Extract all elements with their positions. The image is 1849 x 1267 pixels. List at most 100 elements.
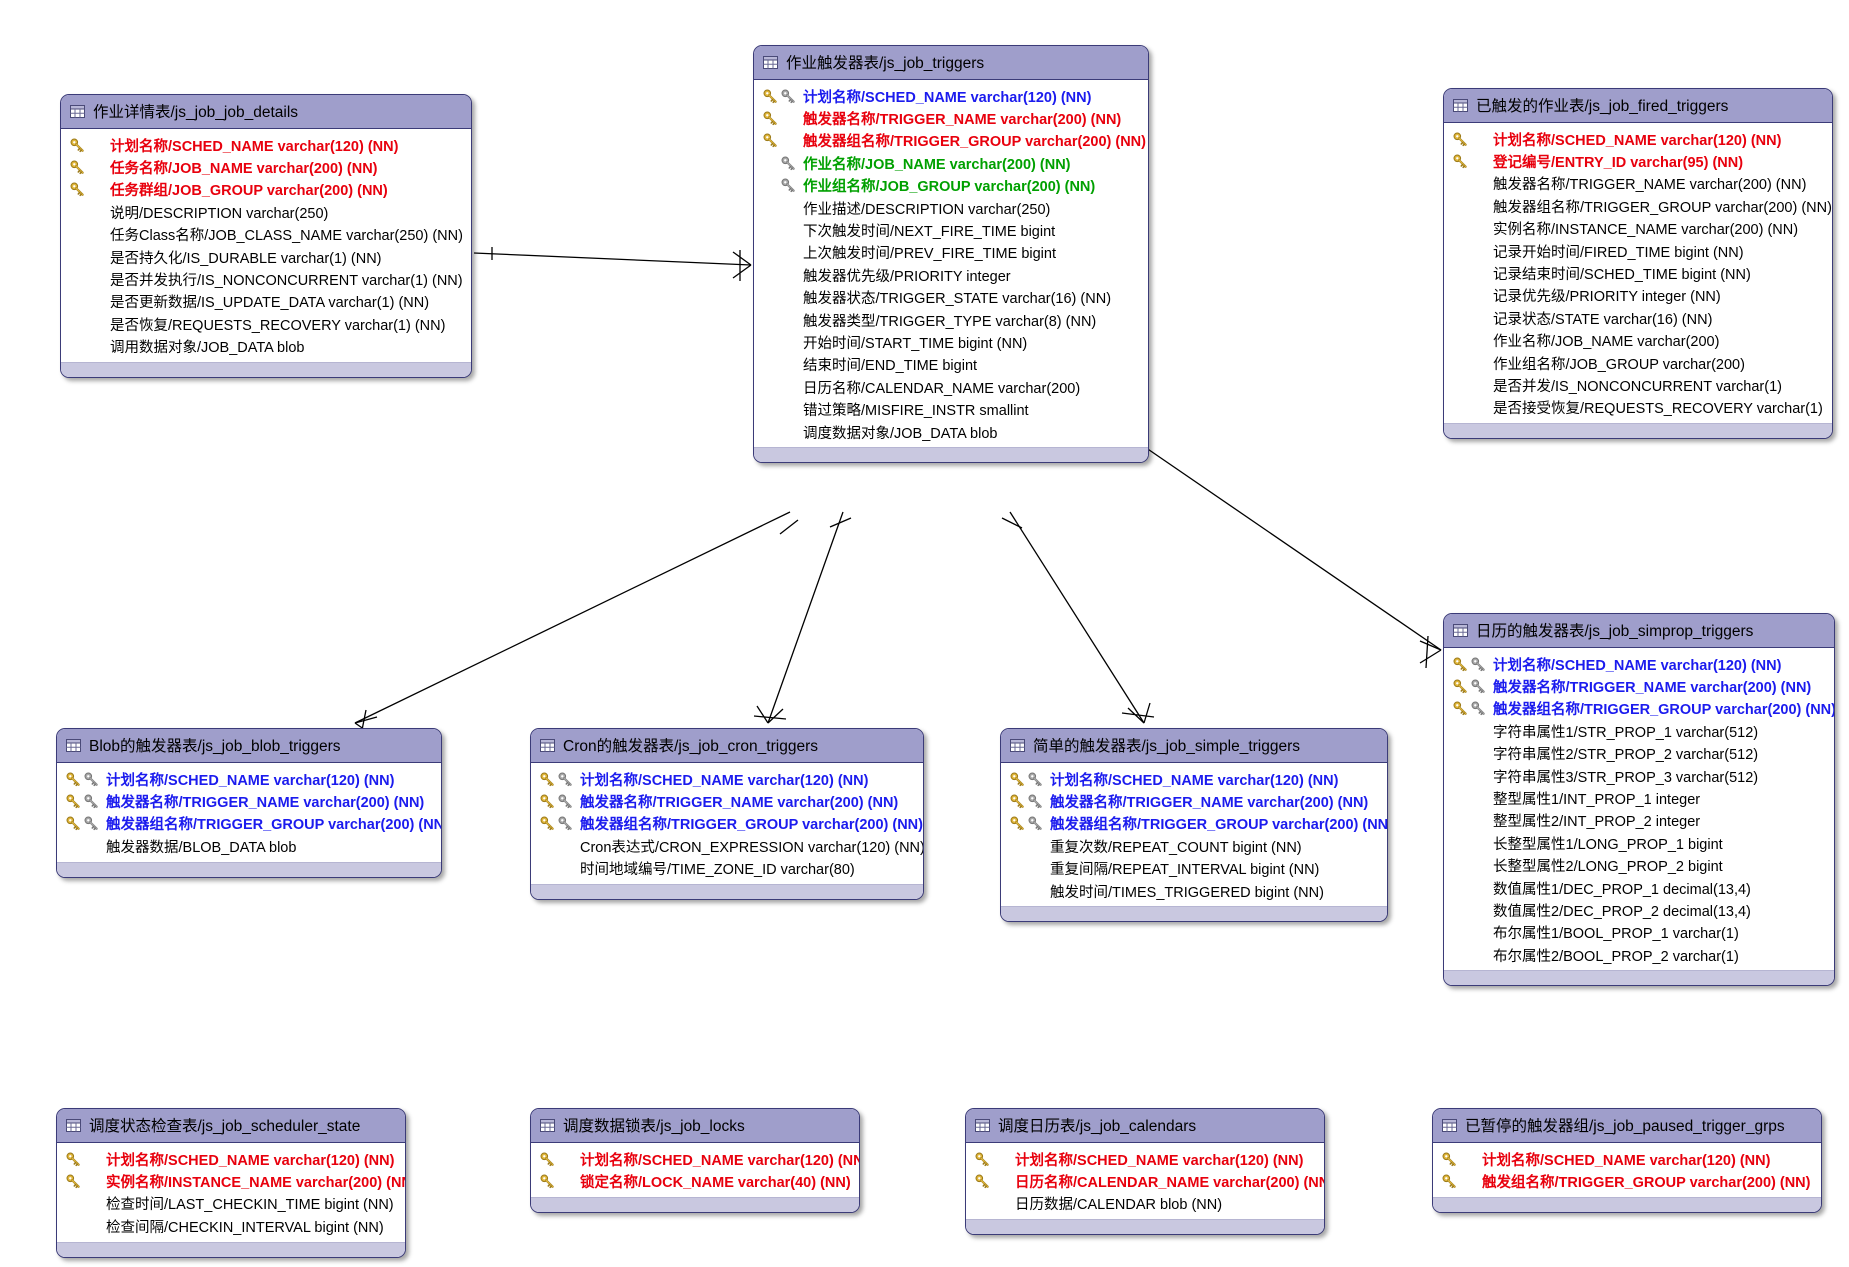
- field-row[interactable]: 触发器名称/TRIGGER_NAME varchar(200) (NN): [1001, 790, 1387, 812]
- field-row[interactable]: 触发器名称/TRIGGER_NAME varchar(200) (NN): [1444, 173, 1832, 195]
- field-row[interactable]: 计划名称/SCHED_NAME varchar(120) (NN): [57, 768, 441, 790]
- field-row[interactable]: 是否接受恢复/REQUESTS_RECOVERY varchar(1): [1444, 397, 1832, 419]
- field-row[interactable]: 开始时间/START_TIME bigint (NN): [754, 331, 1148, 353]
- entity-header-simple_triggers[interactable]: 简单的触发器表/js_job_simple_triggers: [1001, 729, 1387, 763]
- entity-header-locks[interactable]: 调度数据锁表/js_job_locks: [531, 1109, 859, 1143]
- field-row[interactable]: 触发器状态/TRIGGER_STATE varchar(16) (NN): [754, 287, 1148, 309]
- entity-table-scheduler_state[interactable]: 调度状态检查表/js_job_scheduler_state 计划名称/SCHE…: [56, 1108, 406, 1258]
- field-row[interactable]: 实例名称/INSTANCE_NAME varchar(200) (NN): [1444, 218, 1832, 240]
- entity-table-locks[interactable]: 调度数据锁表/js_job_locks 计划名称/SCHED_NAME varc…: [530, 1108, 860, 1213]
- field-row[interactable]: 计划名称/SCHED_NAME varchar(120) (NN): [531, 768, 923, 790]
- field-row[interactable]: 整型属性1/INT_PROP_1 integer: [1444, 787, 1834, 809]
- field-row[interactable]: 重复次数/REPEAT_COUNT bigint (NN): [1001, 835, 1387, 857]
- field-row[interactable]: 检查间隔/CHECKIN_INTERVAL bigint (NN): [57, 1215, 405, 1237]
- field-row[interactable]: 重复间隔/REPEAT_INTERVAL bigint (NN): [1001, 858, 1387, 880]
- field-row[interactable]: 计划名称/SCHED_NAME varchar(120) (NN): [1444, 128, 1832, 150]
- field-row[interactable]: 字符串属性3/STR_PROP_3 varchar(512): [1444, 765, 1834, 787]
- field-row[interactable]: Cron表达式/CRON_EXPRESSION varchar(120) (NN…: [531, 835, 923, 857]
- field-row[interactable]: 上次触发时间/PREV_FIRE_TIME bigint: [754, 242, 1148, 264]
- field-row[interactable]: 时间地域编号/TIME_ZONE_ID varchar(80): [531, 858, 923, 880]
- entity-header-job_details[interactable]: 作业详情表/js_job_job_details: [61, 95, 471, 129]
- field-row[interactable]: 触发器名称/TRIGGER_NAME varchar(200) (NN): [57, 790, 441, 812]
- field-row[interactable]: 作业组名称/JOB_GROUP varchar(200): [1444, 352, 1832, 374]
- entity-header-simprop_triggers[interactable]: 日历的触发器表/js_job_simprop_triggers: [1444, 614, 1834, 648]
- field-row[interactable]: 调度数据对象/JOB_DATA blob: [754, 421, 1148, 443]
- field-row[interactable]: 计划名称/SCHED_NAME varchar(120) (NN): [57, 1148, 405, 1170]
- field-row[interactable]: 布尔属性2/BOOL_PROP_2 varchar(1): [1444, 944, 1834, 966]
- field-row[interactable]: 字符串属性1/STR_PROP_1 varchar(512): [1444, 720, 1834, 742]
- field-row[interactable]: 触发时间/TIMES_TRIGGERED bigint (NN): [1001, 880, 1387, 902]
- field-row[interactable]: 日历数据/CALENDAR blob (NN): [966, 1193, 1324, 1215]
- field-row[interactable]: 触发器数据/BLOB_DATA blob: [57, 835, 441, 857]
- field-row[interactable]: 记录优先级/PRIORITY integer (NN): [1444, 285, 1832, 307]
- field-row[interactable]: 下次触发时间/NEXT_FIRE_TIME bigint: [754, 219, 1148, 241]
- entity-table-simprop_triggers[interactable]: 日历的触发器表/js_job_simprop_triggers 计划名称/SCH…: [1443, 613, 1835, 987]
- field-row[interactable]: 记录结束时间/SCHED_TIME bigint (NN): [1444, 262, 1832, 284]
- field-row[interactable]: 计划名称/SCHED_NAME varchar(120) (NN): [531, 1148, 859, 1170]
- field-row[interactable]: 触发器类型/TRIGGER_TYPE varchar(8) (NN): [754, 309, 1148, 331]
- field-row[interactable]: 触发器名称/TRIGGER_NAME varchar(200) (NN): [531, 790, 923, 812]
- field-row[interactable]: 触发器组名称/TRIGGER_GROUP varchar(200) (NN): [754, 130, 1148, 152]
- field-row[interactable]: 错过策略/MISFIRE_INSTR smallint: [754, 398, 1148, 420]
- entity-table-blob_triggers[interactable]: Blob的触发器表/js_job_blob_triggers 计划名称/SCHE…: [56, 728, 442, 878]
- field-row[interactable]: 实例名称/INSTANCE_NAME varchar(200) (NN): [57, 1170, 405, 1192]
- field-row[interactable]: 计划名称/SCHED_NAME varchar(120) (NN): [754, 85, 1148, 107]
- field-row[interactable]: 是否更新数据/IS_UPDATE_DATA varchar(1) (NN): [61, 291, 471, 313]
- field-row[interactable]: 计划名称/SCHED_NAME varchar(120) (NN): [61, 134, 471, 156]
- field-row[interactable]: 触发器名称/TRIGGER_NAME varchar(200) (NN): [754, 107, 1148, 129]
- field-row[interactable]: 说明/DESCRIPTION varchar(250): [61, 201, 471, 223]
- entity-header-paused_trigger_grps[interactable]: 已暂停的触发器组/js_job_paused_trigger_grps: [1433, 1109, 1821, 1143]
- entity-table-simple_triggers[interactable]: 简单的触发器表/js_job_simple_triggers 计划名称/SCHE…: [1000, 728, 1388, 923]
- entity-header-calendars[interactable]: 调度日历表/js_job_calendars: [966, 1109, 1324, 1143]
- entity-table-paused_trigger_grps[interactable]: 已暂停的触发器组/js_job_paused_trigger_grps 计划名称…: [1432, 1108, 1822, 1213]
- field-row[interactable]: 触发器组名称/TRIGGER_GROUP varchar(200) (NN): [1444, 698, 1834, 720]
- entity-header-scheduler_state[interactable]: 调度状态检查表/js_job_scheduler_state: [57, 1109, 405, 1143]
- entity-table-cron_triggers[interactable]: Cron的触发器表/js_job_cron_triggers 计划名称/SCHE…: [530, 728, 924, 900]
- field-row[interactable]: 检查时间/LAST_CHECKIN_TIME bigint (NN): [57, 1193, 405, 1215]
- field-row[interactable]: 计划名称/SCHED_NAME varchar(120) (NN): [1433, 1148, 1821, 1170]
- field-row[interactable]: 触发器组名称/TRIGGER_GROUP varchar(200) (NN): [57, 813, 441, 835]
- field-row[interactable]: 日历名称/CALENDAR_NAME varchar(200) (NN): [966, 1170, 1324, 1192]
- field-row[interactable]: 调用数据对象/JOB_DATA blob: [61, 336, 471, 358]
- field-row[interactable]: 作业描述/DESCRIPTION varchar(250): [754, 197, 1148, 219]
- field-row[interactable]: 长整型属性1/LONG_PROP_1 bigint: [1444, 832, 1834, 854]
- field-row[interactable]: 记录开始时间/FIRED_TIME bigint (NN): [1444, 240, 1832, 262]
- field-row[interactable]: 是否并发执行/IS_NONCONCURRENT varchar(1) (NN): [61, 268, 471, 290]
- field-row[interactable]: 布尔属性1/BOOL_PROP_1 varchar(1): [1444, 922, 1834, 944]
- field-row[interactable]: 任务Class名称/JOB_CLASS_NAME varchar(250) (N…: [61, 224, 471, 246]
- entity-header-triggers[interactable]: 作业触发器表/js_job_triggers: [754, 46, 1148, 80]
- field-row[interactable]: 记录状态/STATE varchar(16) (NN): [1444, 307, 1832, 329]
- field-row[interactable]: 登记编号/ENTRY_ID varchar(95) (NN): [1444, 150, 1832, 172]
- field-row[interactable]: 触发器组名称/TRIGGER_GROUP varchar(200) (NN): [531, 813, 923, 835]
- entity-table-job_details[interactable]: 作业详情表/js_job_job_details 计划名称/SCHED_NAME…: [60, 94, 472, 378]
- field-row[interactable]: 触发器组名称/TRIGGER_GROUP varchar(200) (NN): [1001, 813, 1387, 835]
- field-row[interactable]: 计划名称/SCHED_NAME varchar(120) (NN): [1001, 768, 1387, 790]
- field-row[interactable]: 日历名称/CALENDAR_NAME varchar(200): [754, 376, 1148, 398]
- entity-header-fired_triggers[interactable]: 已触发的作业表/js_job_fired_triggers: [1444, 89, 1832, 123]
- field-row[interactable]: 任务名称/JOB_NAME varchar(200) (NN): [61, 156, 471, 178]
- field-row[interactable]: 是否恢复/REQUESTS_RECOVERY varchar(1) (NN): [61, 313, 471, 335]
- entity-table-calendars[interactable]: 调度日历表/js_job_calendars 计划名称/SCHED_NAME v…: [965, 1108, 1325, 1236]
- field-row[interactable]: 是否并发/IS_NONCONCURRENT varchar(1): [1444, 374, 1832, 396]
- field-row[interactable]: 数值属性2/DEC_PROP_2 decimal(13,4): [1444, 899, 1834, 921]
- field-row[interactable]: 触发器优先级/PRIORITY integer: [754, 264, 1148, 286]
- entity-header-cron_triggers[interactable]: Cron的触发器表/js_job_cron_triggers: [531, 729, 923, 763]
- field-row[interactable]: 数值属性1/DEC_PROP_1 decimal(13,4): [1444, 877, 1834, 899]
- field-row[interactable]: 任务群组/JOB_GROUP varchar(200) (NN): [61, 179, 471, 201]
- field-row[interactable]: 触发组名称/TRIGGER_GROUP varchar(200) (NN): [1433, 1170, 1821, 1192]
- field-row[interactable]: 是否持久化/IS_DURABLE varchar(1) (NN): [61, 246, 471, 268]
- field-row[interactable]: 长整型属性2/LONG_PROP_2 bigint: [1444, 855, 1834, 877]
- field-row[interactable]: 作业组名称/JOB_GROUP varchar(200) (NN): [754, 175, 1148, 197]
- field-row[interactable]: 作业名称/JOB_NAME varchar(200): [1444, 330, 1832, 352]
- entity-table-triggers[interactable]: 作业触发器表/js_job_triggers 计划名称/SCHED_NAME v…: [753, 45, 1149, 464]
- entity-table-fired_triggers[interactable]: 已触发的作业表/js_job_fired_triggers 计划名称/SCHED…: [1443, 88, 1833, 440]
- field-row[interactable]: 触发器组名称/TRIGGER_GROUP varchar(200) (NN): [1444, 195, 1832, 217]
- field-row[interactable]: 计划名称/SCHED_NAME varchar(120) (NN): [966, 1148, 1324, 1170]
- field-row[interactable]: 字符串属性2/STR_PROP_2 varchar(512): [1444, 743, 1834, 765]
- field-row[interactable]: 结束时间/END_TIME bigint: [754, 354, 1148, 376]
- field-row[interactable]: 整型属性2/INT_PROP_2 integer: [1444, 810, 1834, 832]
- entity-header-blob_triggers[interactable]: Blob的触发器表/js_job_blob_triggers: [57, 729, 441, 763]
- field-row[interactable]: 作业名称/JOB_NAME varchar(200) (NN): [754, 152, 1148, 174]
- field-row[interactable]: 锁定名称/LOCK_NAME varchar(40) (NN): [531, 1170, 859, 1192]
- field-row[interactable]: 触发器名称/TRIGGER_NAME varchar(200) (NN): [1444, 675, 1834, 697]
